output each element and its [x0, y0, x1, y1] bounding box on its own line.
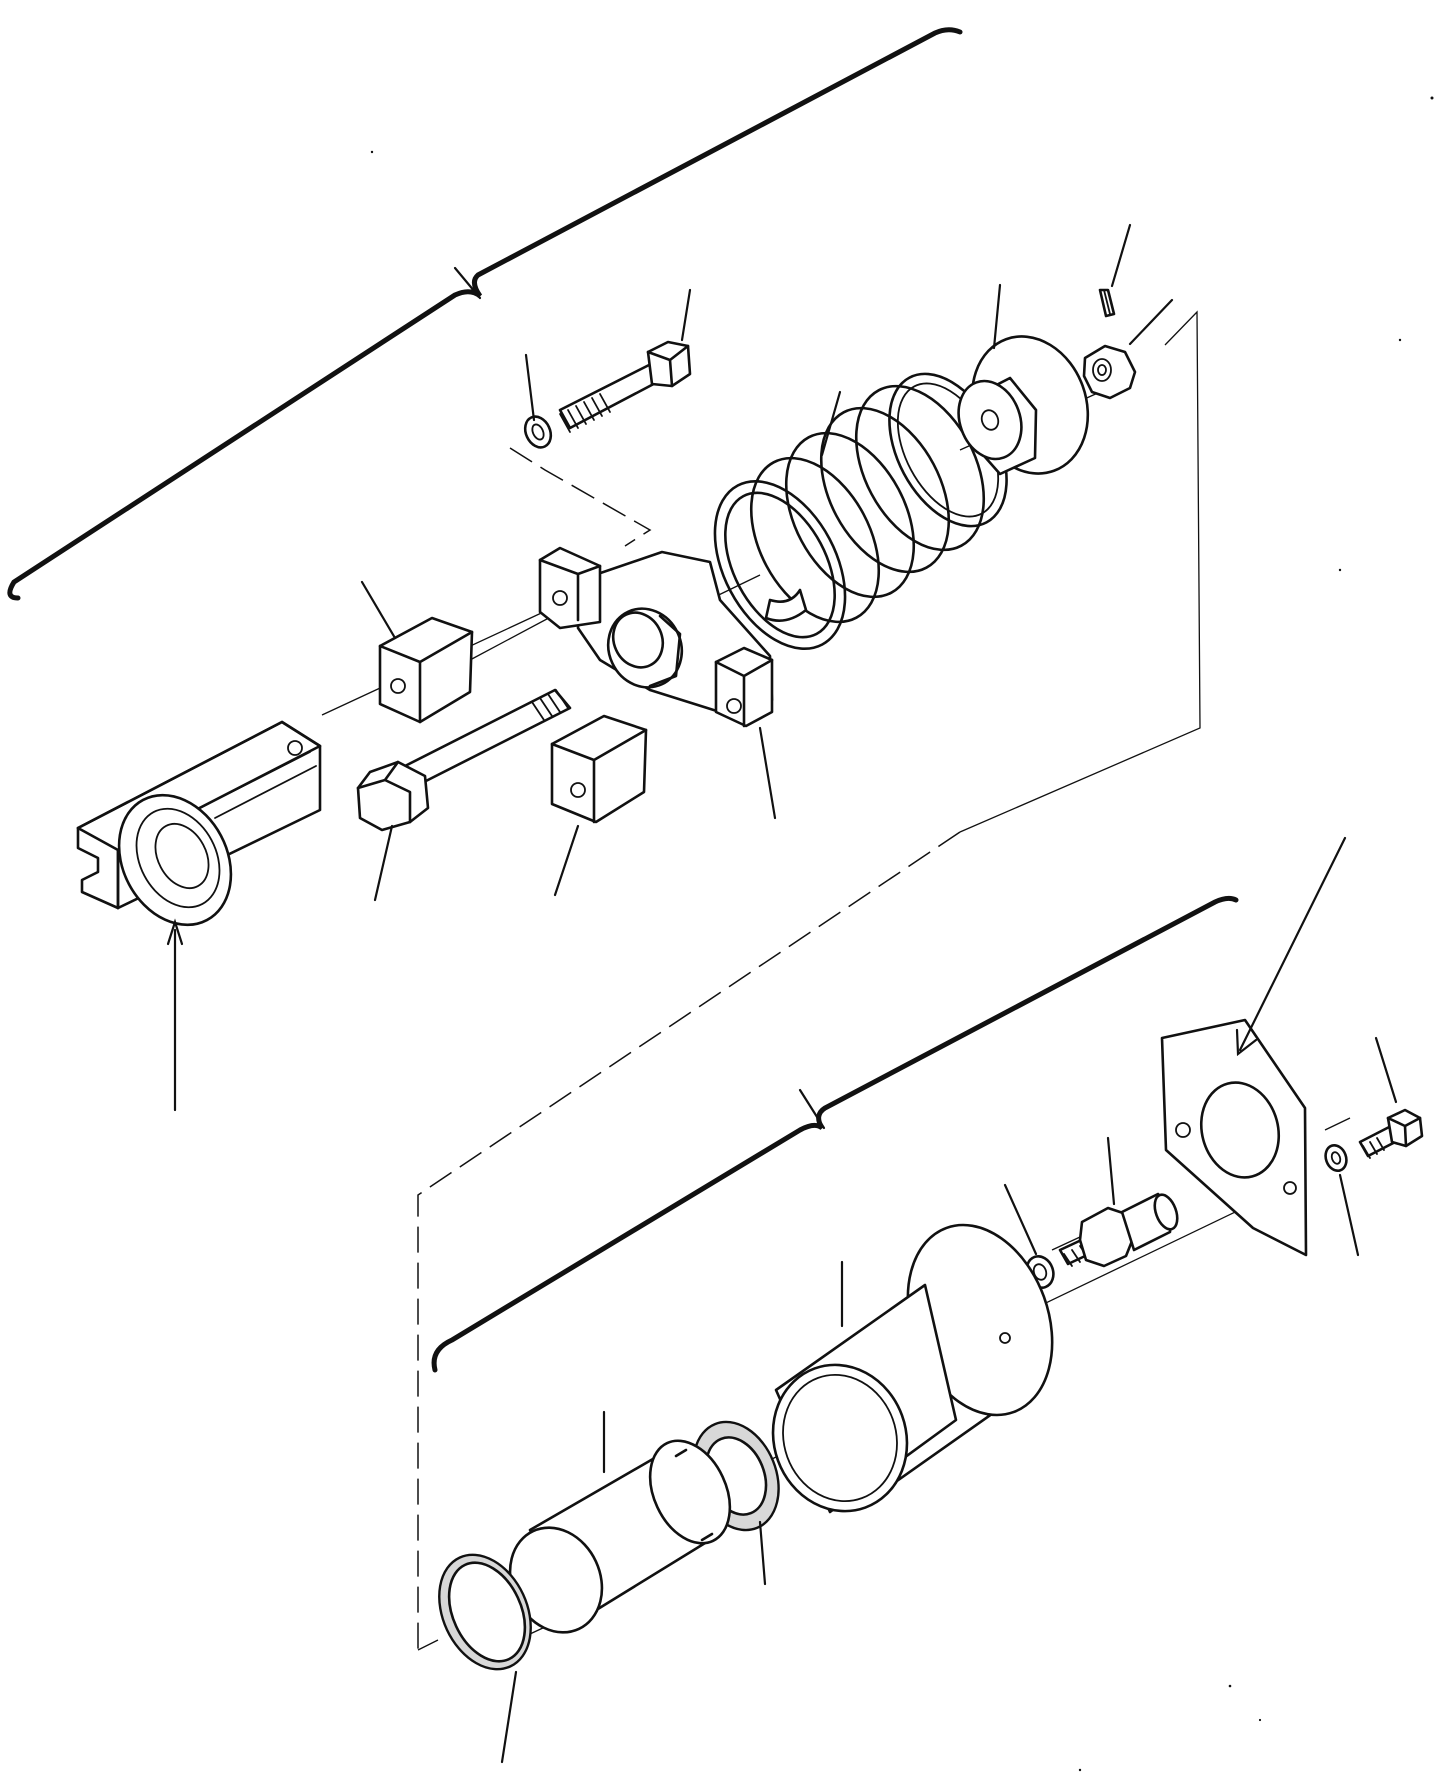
- leader-grease-fitting: [1106, 1136, 1116, 1206]
- leader-spring: [820, 390, 842, 457]
- lower-brace-tick: [798, 1088, 826, 1130]
- scan-speckles: [370, 96, 1434, 1772]
- leader-washer-upper: [524, 353, 536, 422]
- spacer-block-lower: [550, 714, 648, 824]
- slotted-nut: [1082, 344, 1137, 400]
- leader-gasket: [1238, 836, 1347, 1052]
- spring-retainer: [957, 335, 1090, 476]
- piston-seal: [438, 1553, 532, 1671]
- leader-capscrew-lower: [1374, 1036, 1398, 1104]
- lock-washer-lower: [1324, 1144, 1348, 1172]
- piston: [508, 1439, 732, 1634]
- lock-washer-upper: [523, 415, 553, 449]
- grease-fitting: [1058, 1192, 1179, 1268]
- cap-screw-lower: [1358, 1108, 1424, 1159]
- leader-piston-seal: [500, 1670, 518, 1764]
- leader-spring-bracket: [758, 726, 777, 820]
- spacer-block-upper: [378, 616, 474, 724]
- spring-bracket: [538, 546, 774, 728]
- leader-spacer-lower: [553, 824, 580, 897]
- cap-screw-upper: [558, 340, 692, 433]
- leader-nut: [1128, 298, 1174, 346]
- leader-long-bolt: [373, 824, 394, 902]
- leader-yoke-arrow: [166, 918, 184, 946]
- cotter-pin: [1098, 288, 1116, 318]
- upper-brace-tick: [453, 266, 482, 300]
- long-bolt: [356, 688, 572, 832]
- recoil-spring: [713, 372, 1008, 651]
- leader-capscrew-upper: [680, 288, 692, 342]
- gasket: [1160, 1018, 1308, 1257]
- leader-washer-lower: [1338, 1173, 1360, 1257]
- yoke: [76, 720, 322, 927]
- leader-cotter: [1110, 223, 1132, 288]
- leader-fitting-washer: [1003, 1183, 1038, 1256]
- upper-group-brace: [7, 27, 963, 601]
- leader-rod-seal: [758, 1520, 767, 1586]
- cylinder: [771, 1223, 1054, 1514]
- leader-gasket-arrow: [1235, 1028, 1258, 1057]
- callout-leaders: [166, 223, 1398, 1764]
- leader-spacer-upper: [360, 580, 397, 640]
- leader-retainer: [992, 283, 1002, 350]
- lower-group-brace: [431, 895, 1239, 1373]
